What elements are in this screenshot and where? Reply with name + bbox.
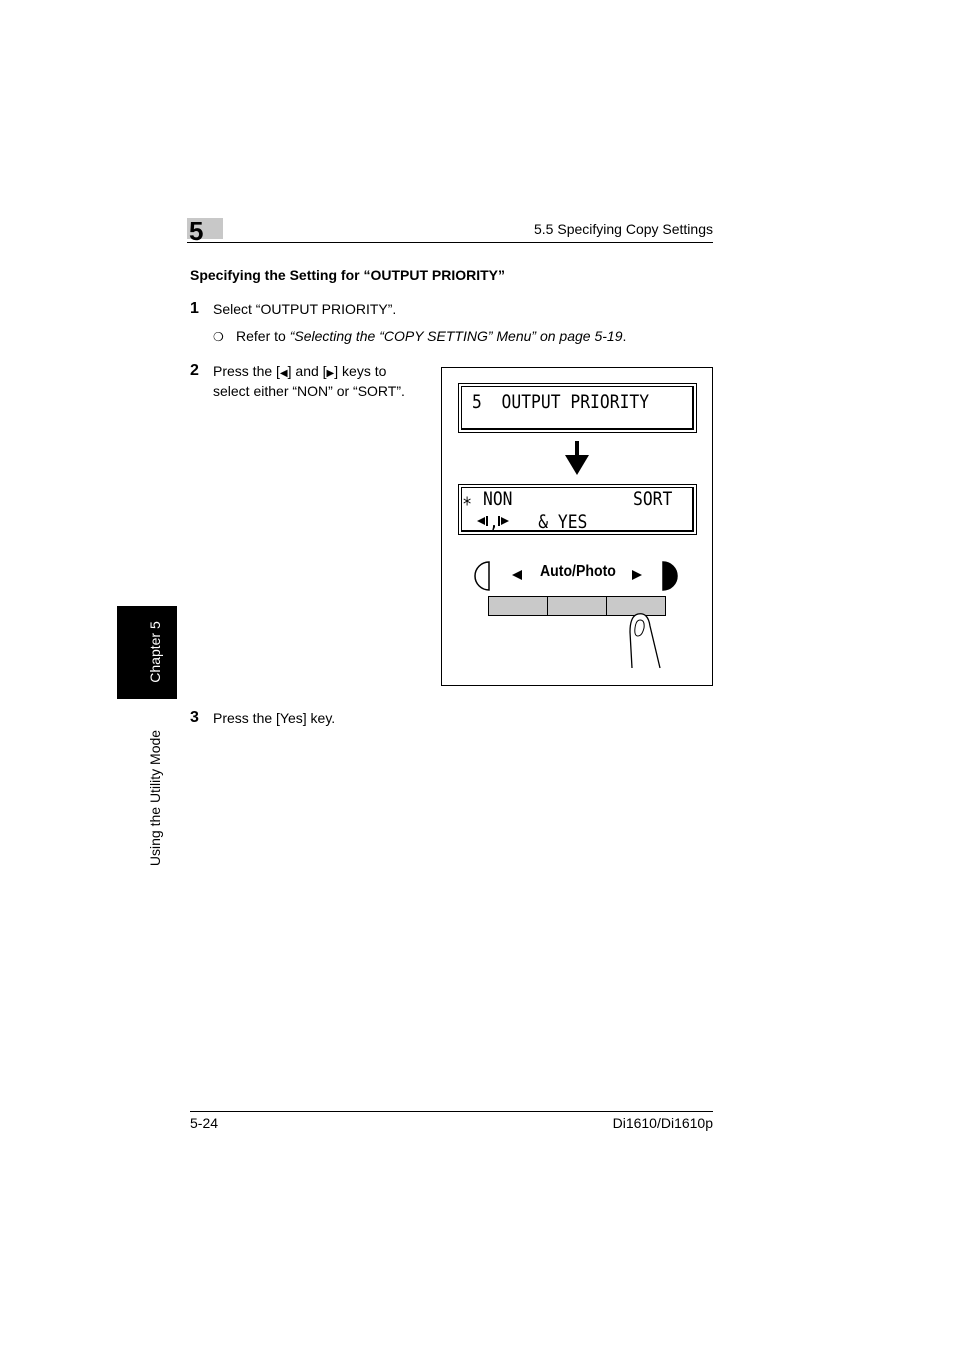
lcd-option-sort: SORT <box>633 488 673 510</box>
lcd-confirm-text: , & YES <box>489 511 588 533</box>
left-arrow-key-icon[interactable] <box>510 568 524 582</box>
page-heading: Specifying the Setting for “OUTPUT PRIOR… <box>190 267 506 283</box>
lighter-icon <box>474 561 490 591</box>
reference-link[interactable]: “Selecting the “COPY SETTING” Menu” on p… <box>289 328 623 344</box>
key-no[interactable] <box>489 597 547 615</box>
control-panel-illustration: 5 OUTPUT PRIORITY ⁎ NON SORT , & YES Aut… <box>441 367 713 686</box>
reference-prefix: Refer to <box>236 328 290 344</box>
header-rule <box>187 242 713 243</box>
step-number-1: 1 <box>190 300 199 317</box>
page-number: 5-24 <box>190 1115 219 1131</box>
reference-note: Refer to “Selecting the “COPY SETTING” M… <box>236 327 626 345</box>
lcd-star-icon: ⁎ <box>463 488 472 510</box>
chapter-number: 5 <box>189 216 204 246</box>
lcd-option-non: NON <box>483 488 513 510</box>
chapter-number-box <box>187 218 223 239</box>
chapter-side-tab <box>117 606 177 699</box>
model-name: Di1610/Di1610p <box>612 1115 713 1131</box>
step-2-text-d: select either “NON” or “SORT”. <box>213 382 405 399</box>
chapter-side-tab-label: Chapter 5 <box>147 621 163 683</box>
step-number-3: 3 <box>190 709 199 726</box>
footer-rule <box>190 1111 713 1112</box>
lcd-left-arrow-icon <box>477 516 488 526</box>
step-2-text-c: ] keys to <box>334 363 387 379</box>
reference-suffix: . <box>622 328 627 344</box>
step-2-text-b: ] and [ <box>287 363 327 379</box>
left-arrow-key-icon: ◀ <box>279 368 288 379</box>
key-middle[interactable] <box>548 597 606 615</box>
darker-icon <box>662 561 678 591</box>
step-text-2: Press the [◀] and [▶] keys to select eit… <box>213 363 433 400</box>
section-title: 5.5 Specifying Copy Settings <box>534 221 713 237</box>
reference-bullet-icon: ❍ <box>213 330 224 344</box>
right-arrow-key-icon[interactable] <box>630 568 644 582</box>
right-arrow-key-icon: ▶ <box>326 368 335 379</box>
auto-photo-label: Auto/Photo <box>540 563 616 580</box>
lcd-right-arrow-icon <box>498 516 509 526</box>
finger-press-icon <box>629 613 661 669</box>
lcd-display-options: ⁎ NON SORT , & YES <box>458 484 697 535</box>
down-arrow-icon <box>565 441 589 475</box>
step-2-text-a: Press the [ <box>213 363 280 379</box>
step-number-2: 2 <box>190 362 199 379</box>
step-text-1: Select “OUTPUT PRIORITY”. <box>213 301 397 317</box>
mode-side-label: Using the Utility Mode <box>147 729 163 867</box>
lcd-menu-text: 5 OUTPUT PRIORITY <box>472 391 650 413</box>
lcd-display-menu: 5 OUTPUT PRIORITY <box>458 383 697 433</box>
panel-keys <box>488 596 666 616</box>
step-text-3: Press the [Yes] key. <box>213 710 336 726</box>
